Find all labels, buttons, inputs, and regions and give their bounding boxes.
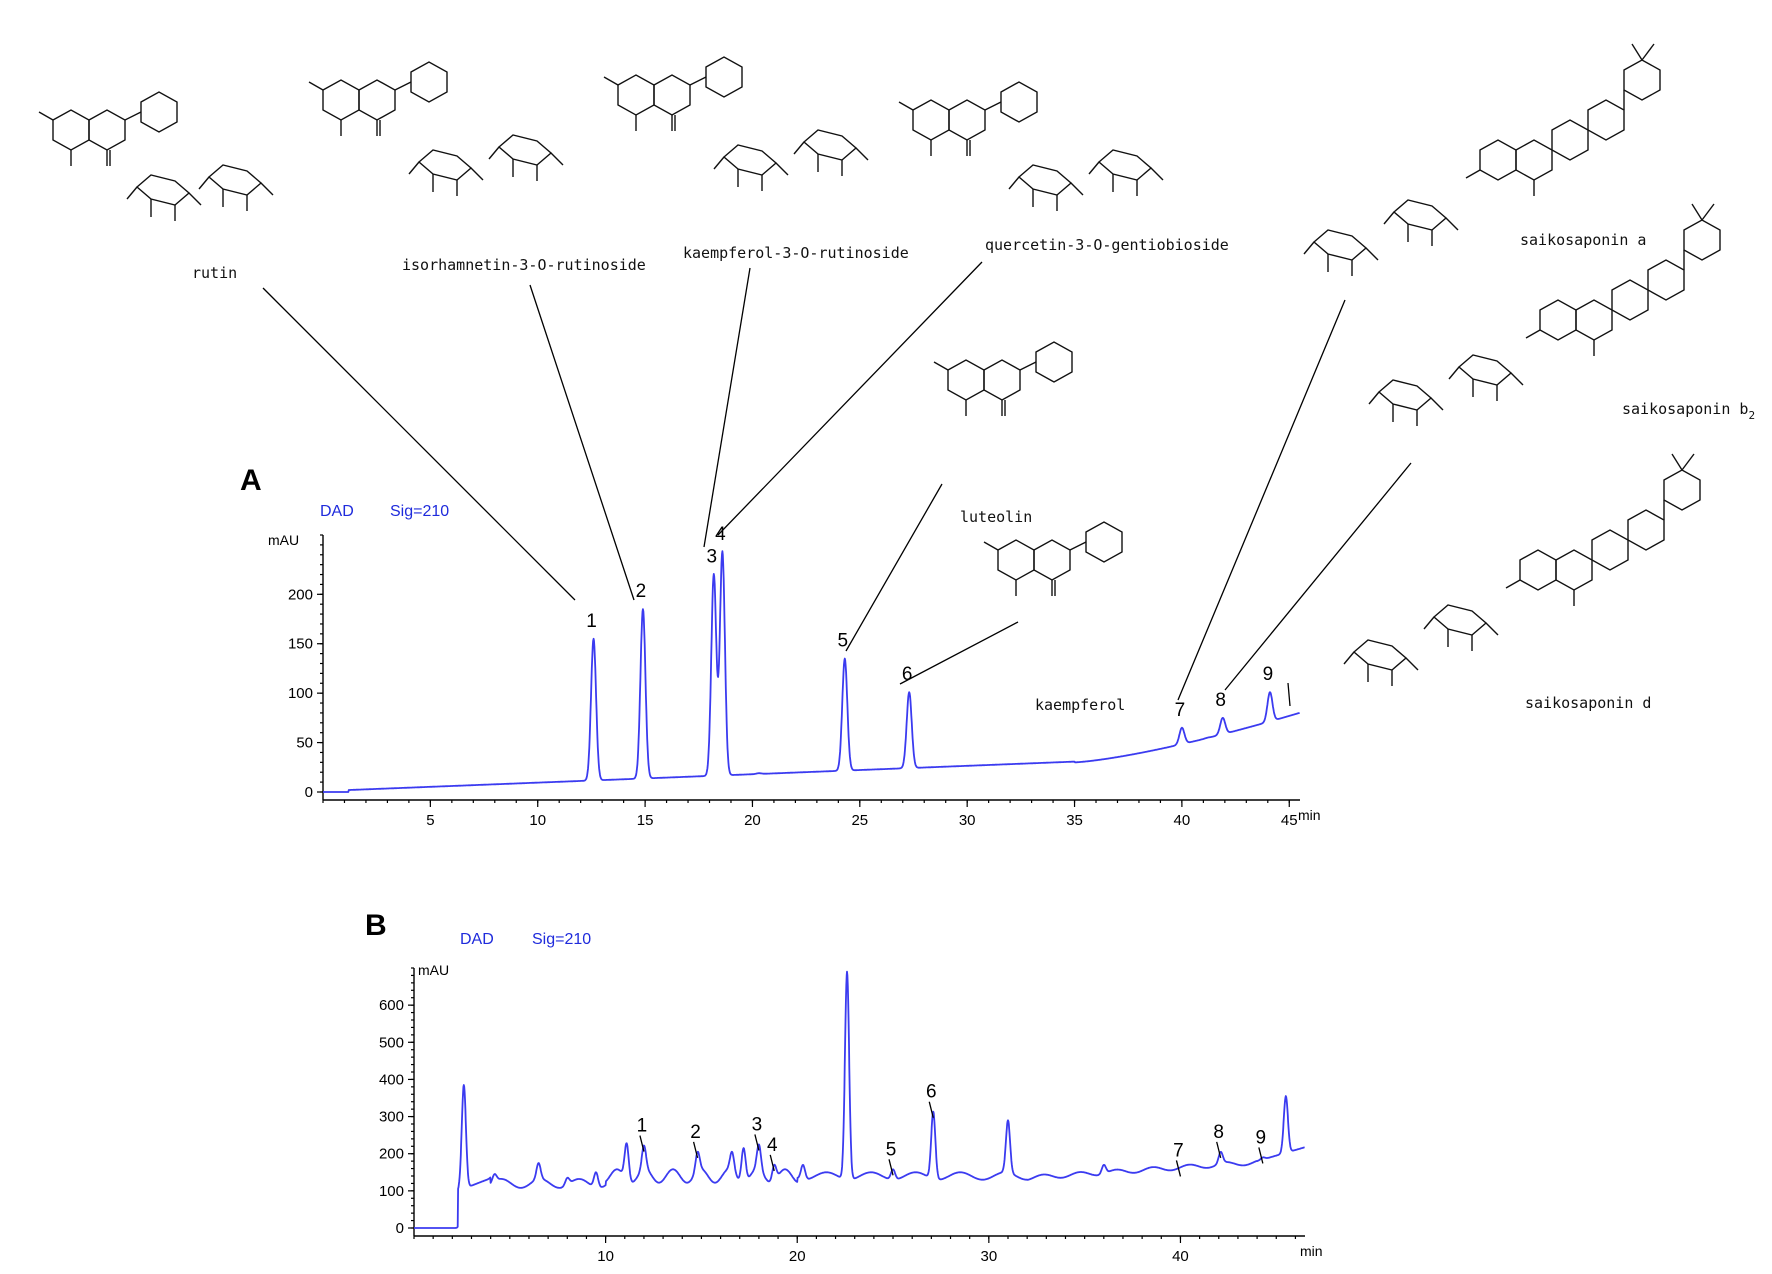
- peak-label-2: 2: [690, 1122, 701, 1143]
- peak-label-5: 5: [886, 1139, 897, 1160]
- peak-leader-9: [1258, 1147, 1264, 1164]
- x-tick-label: 30: [980, 1248, 997, 1265]
- x-tick-label: 30: [959, 812, 976, 829]
- chromatogram-trace: [413, 970, 1306, 1229]
- y-tick-label: 100: [288, 685, 313, 702]
- rutin-structure: [38, 91, 274, 222]
- y-tick-label: 600: [379, 997, 404, 1014]
- y-tick-label: 500: [379, 1034, 404, 1051]
- x-tick-label: 10: [529, 812, 546, 829]
- peak-label-3: 3: [707, 547, 718, 568]
- peak-leader-7: [1175, 1160, 1182, 1177]
- y-unit-b: mAU: [418, 962, 449, 978]
- panel-label-b: B: [365, 909, 387, 942]
- compound-name-saikosaponin-b2-subscript: 2: [1748, 409, 1755, 422]
- peak-label-8: 8: [1215, 690, 1226, 711]
- y-tick-label: 200: [288, 586, 313, 603]
- peak-leader-8: [1216, 1141, 1222, 1159]
- signal-label-b: Sig=210: [532, 931, 591, 948]
- peak-label-2: 2: [636, 581, 647, 602]
- y-tick-label: 0: [305, 784, 313, 801]
- leader-lines: [262, 261, 1412, 707]
- peak-leader-5: [888, 1159, 894, 1176]
- detector-label-a: DAD: [320, 503, 354, 520]
- peak-label-4: 4: [767, 1135, 778, 1156]
- y-unit-a: mAU: [268, 532, 299, 548]
- peak-label-8: 8: [1213, 1122, 1224, 1143]
- x-tick-label: 20: [744, 812, 761, 829]
- kaempferol-structure: [983, 521, 1123, 597]
- isorhamnetin-rutinoside-structure: [308, 61, 564, 197]
- peak-label-7: 7: [1173, 1140, 1184, 1161]
- y-tick-label: 50: [296, 735, 313, 752]
- peak-label-6: 6: [926, 1082, 937, 1103]
- x-unit-a: min: [1298, 807, 1321, 823]
- peak-label-6: 6: [902, 664, 913, 685]
- y-tick-label: 150: [288, 636, 313, 653]
- peak-label-1: 1: [586, 611, 597, 632]
- peak-label-5: 5: [837, 631, 848, 652]
- peak-label-3: 3: [752, 1114, 763, 1135]
- compound-name-saikosaponin-b2: saikosaponin b2: [1622, 400, 1755, 422]
- x-tick-label: 10: [597, 1248, 614, 1265]
- peak-label-9: 9: [1263, 664, 1274, 685]
- x-tick-label: 45: [1281, 812, 1298, 829]
- peak-leader-3: [754, 1134, 760, 1151]
- compound-name-saikosaponin-a: saikosaponin a: [1520, 231, 1646, 249]
- kaempferol-rutinoside-structure: [603, 56, 869, 192]
- compound-name-saikosaponin-b2-base: saikosaponin b: [1622, 400, 1748, 418]
- peak-leader-6: [928, 1101, 934, 1118]
- peak-leader-4: [769, 1154, 775, 1172]
- detector-label-b: DAD: [460, 931, 494, 948]
- x-tick-label: 35: [1066, 812, 1083, 829]
- compound-name-kaempferol: kaempferol: [1035, 696, 1125, 714]
- saikosaponin-d-structure: [1343, 453, 1701, 687]
- x-tick-label: 5: [426, 812, 434, 829]
- compound-name-luteolin: luteolin: [960, 508, 1032, 526]
- compound-name-quercetin-gentiobioside: quercetin-3-O-gentiobioside: [985, 236, 1229, 254]
- x-tick-label: 40: [1172, 1248, 1189, 1265]
- y-tick-label: 0: [396, 1220, 404, 1237]
- y-tick-label: 200: [379, 1146, 404, 1163]
- y-tick-label: 100: [379, 1183, 404, 1200]
- peak-label-7: 7: [1175, 700, 1186, 721]
- compound-name-isorhamnetin-rutinoside: isorhamnetin-3-O-rutinoside: [402, 256, 646, 274]
- y-tick-label: 400: [379, 1071, 404, 1088]
- compound-name-rutin: rutin: [192, 264, 237, 282]
- luteolin-structure: [933, 341, 1073, 417]
- x-tick-label: 25: [851, 812, 868, 829]
- y-tick-label: 300: [379, 1109, 404, 1126]
- compound-name-saikosaponin-d: saikosaponin d: [1525, 694, 1651, 712]
- x-tick-label: 15: [637, 812, 654, 829]
- x-tick-label: 20: [789, 1248, 806, 1265]
- peak-label-9: 9: [1256, 1127, 1267, 1148]
- x-unit-b: min: [1300, 1243, 1323, 1259]
- peak-leader-1: [639, 1135, 645, 1152]
- compound-name-kaempferol-rutinoside: kaempferol-3-O-rutinoside: [683, 244, 909, 262]
- chromatogram-b: 0 100 200 300 400 500 600 10 20 30 40 1 2 34 5 6 7 8 9: [379, 967, 1306, 1265]
- quercetin-gentiobioside-structure: [898, 81, 1164, 212]
- peak-leader-2: [692, 1141, 699, 1159]
- peak-label-4: 4: [715, 524, 726, 545]
- chromatogram-trace: [322, 550, 1300, 793]
- panel-label-a: A: [240, 464, 262, 497]
- x-tick-label: 40: [1174, 812, 1191, 829]
- peak-label-1: 1: [637, 1116, 648, 1137]
- signal-label-a: Sig=210: [390, 503, 449, 520]
